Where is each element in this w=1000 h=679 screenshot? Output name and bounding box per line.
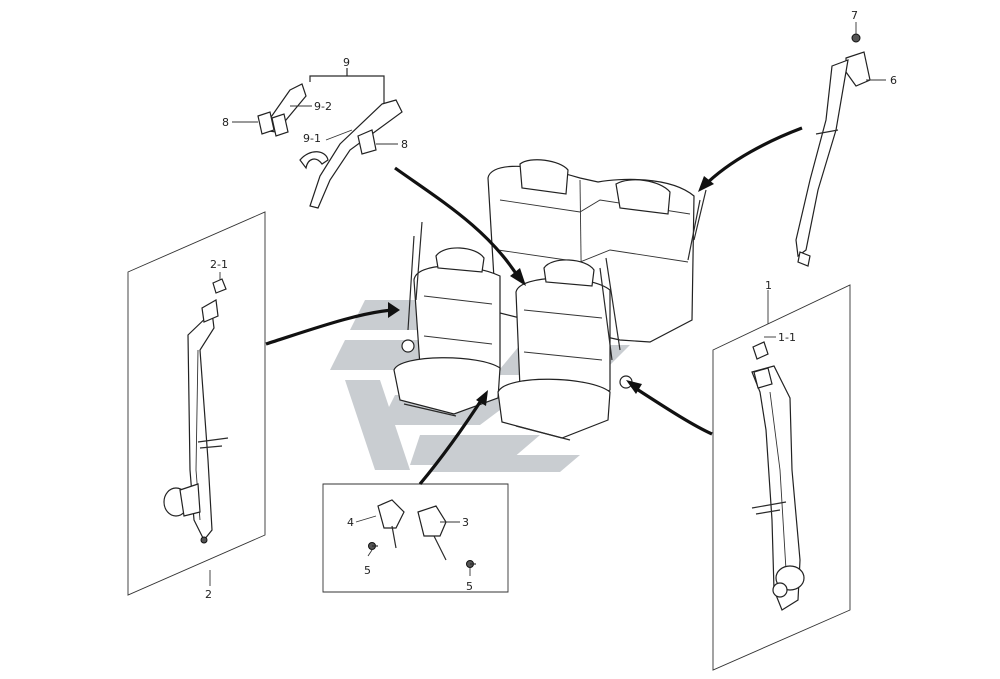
rear-center-belt-group xyxy=(257,68,403,209)
callout-9-2: 9-2 xyxy=(314,100,332,113)
callout-1: 1 xyxy=(765,279,772,292)
callout-7: 7 xyxy=(851,9,858,22)
callout-4: 4 xyxy=(347,516,354,529)
callout-9-1: 9-1 xyxy=(303,132,321,145)
callout-8-right: 8 xyxy=(401,138,408,151)
callout-leaders xyxy=(209,22,886,586)
callout-labels: 1 1-1 2 2-1 3 4 5 5 6 7 8 8 9 9-1 9-2 xyxy=(205,9,897,601)
callout-9: 9 xyxy=(343,56,350,69)
callout-6: 6 xyxy=(890,74,897,87)
callout-2: 2 xyxy=(205,588,212,601)
seat-assembly xyxy=(393,159,707,441)
callout-3: 3 xyxy=(462,516,469,529)
right-panel-part-1 xyxy=(712,284,851,671)
left-panel-part-2 xyxy=(127,211,266,596)
callout-5-right: 5 xyxy=(466,580,473,593)
callout-5-left: 5 xyxy=(364,564,371,577)
callout-1-1: 1-1 xyxy=(778,331,796,344)
callout-8-left: 8 xyxy=(222,116,229,129)
rear-outer-belt-group xyxy=(795,33,871,267)
leader-arrows xyxy=(265,126,803,486)
buckle-panel xyxy=(322,483,509,593)
callout-2-1: 2-1 xyxy=(210,258,228,271)
